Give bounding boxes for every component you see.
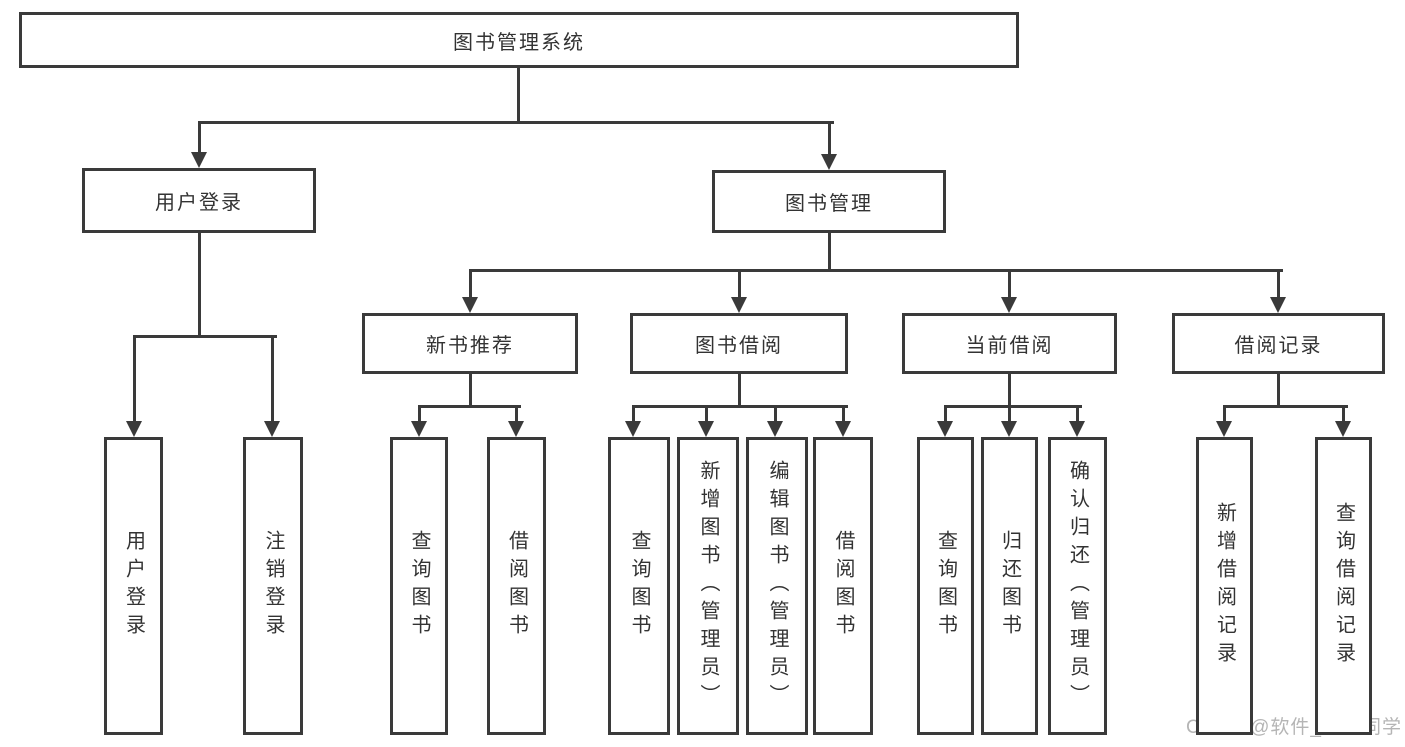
connector-line xyxy=(271,336,274,424)
node-label: 图书管理 xyxy=(785,193,873,215)
node-leaf-query-book-3: 查询图书 xyxy=(917,437,974,735)
node-label: 新书推荐 xyxy=(426,335,514,357)
connector-line xyxy=(705,406,708,424)
arrowhead-icon xyxy=(731,297,747,313)
node-leaf-query-book-1: 查询图书 xyxy=(390,437,448,735)
node-leaf-return-book: 归还图书 xyxy=(981,437,1038,735)
connector-line xyxy=(469,270,472,300)
connector-line xyxy=(1223,406,1226,424)
connector-line xyxy=(1008,270,1011,300)
connector-line xyxy=(1342,406,1345,424)
node-label: 归还图书 xyxy=(998,530,1021,642)
connector-line xyxy=(738,270,741,300)
node-label: 查询图书 xyxy=(628,530,650,642)
node-root: 图书管理系统 xyxy=(19,12,1019,68)
arrowhead-icon xyxy=(191,152,207,168)
connector-line xyxy=(515,406,518,424)
connector-line xyxy=(632,406,635,424)
node-label: 查询借阅记录 xyxy=(1332,502,1355,670)
connector-line xyxy=(418,405,521,408)
node-label: 图书借阅 xyxy=(695,335,783,357)
node-label: 新增借阅记录 xyxy=(1213,502,1236,670)
connector-line xyxy=(1008,406,1011,424)
node-label: 用户登录 xyxy=(155,192,243,214)
arrowhead-icon xyxy=(1001,297,1017,313)
arrowhead-icon xyxy=(1069,421,1085,437)
arrowhead-icon xyxy=(625,421,641,437)
node-leaf-user-login: 用户登录 xyxy=(104,437,163,735)
connector-line xyxy=(469,374,472,407)
arrowhead-icon xyxy=(264,421,280,437)
node-book-borrow: 图书借阅 xyxy=(630,313,848,374)
arrowhead-icon xyxy=(126,421,142,437)
arrowhead-icon xyxy=(767,421,783,437)
node-label: 新增图书（管理员） xyxy=(697,460,719,712)
connector-line xyxy=(469,269,1283,272)
connector-line xyxy=(1076,406,1079,424)
node-label: 查询图书 xyxy=(934,530,957,642)
connector-line xyxy=(1223,405,1348,408)
connector-line xyxy=(842,406,845,424)
node-leaf-borrow-book-1: 借阅图书 xyxy=(487,437,546,735)
node-user-login-group: 用户登录 xyxy=(82,168,316,233)
connector-line xyxy=(133,335,277,338)
connector-line xyxy=(198,121,834,124)
arrowhead-icon xyxy=(508,421,524,437)
connector-line xyxy=(133,336,136,424)
connector-line xyxy=(944,405,1082,408)
connector-line xyxy=(517,68,520,122)
arrowhead-icon xyxy=(937,421,953,437)
node-leaf-query-book-2: 查询图书 xyxy=(608,437,670,735)
node-label: 借阅记录 xyxy=(1234,335,1323,357)
arrowhead-icon xyxy=(1335,421,1351,437)
connector-line xyxy=(738,374,741,407)
node-label: 用户登录 xyxy=(122,530,145,642)
node-current-borrow: 当前借阅 xyxy=(902,313,1117,374)
node-label: 编辑图书（管理员） xyxy=(766,460,788,712)
node-leaf-edit-book: 编辑图书（管理员） xyxy=(746,437,808,735)
node-label: 确认归还（管理员） xyxy=(1066,460,1089,712)
connector-line xyxy=(1277,270,1280,300)
connector-line xyxy=(1008,374,1011,407)
node-label: 借阅图书 xyxy=(832,530,854,642)
connector-line xyxy=(198,233,201,337)
connector-line xyxy=(828,122,831,157)
node-label: 查询图书 xyxy=(408,530,430,642)
arrowhead-icon xyxy=(1216,421,1232,437)
connector-line xyxy=(828,233,831,271)
connector-line xyxy=(774,406,777,424)
node-leaf-confirm-return: 确认归还（管理员） xyxy=(1048,437,1107,735)
node-new-book-recommend: 新书推荐 xyxy=(362,313,578,374)
node-borrow-records: 借阅记录 xyxy=(1172,313,1385,374)
node-label: 注销登录 xyxy=(262,530,284,642)
node-leaf-add-book: 新增图书（管理员） xyxy=(677,437,739,735)
connector-line xyxy=(944,406,947,424)
arrowhead-icon xyxy=(411,421,427,437)
node-leaf-logout: 注销登录 xyxy=(243,437,303,735)
node-label: 当前借阅 xyxy=(965,335,1054,357)
arrowhead-icon xyxy=(835,421,851,437)
arrowhead-icon xyxy=(462,297,478,313)
arrowhead-icon xyxy=(698,421,714,437)
node-label: 借阅图书 xyxy=(505,530,528,642)
arrowhead-icon xyxy=(1001,421,1017,437)
node-leaf-add-record: 新增借阅记录 xyxy=(1196,437,1253,735)
node-leaf-borrow-book-2: 借阅图书 xyxy=(813,437,873,735)
connector-line xyxy=(632,405,848,408)
node-label: 图书管理系统 xyxy=(453,31,585,54)
connector-line xyxy=(418,406,421,424)
connector-line xyxy=(1277,374,1280,407)
arrowhead-icon xyxy=(1270,297,1286,313)
arrowhead-icon xyxy=(821,154,837,170)
connector-line xyxy=(198,122,201,155)
node-leaf-query-record: 查询借阅记录 xyxy=(1315,437,1372,735)
node-book-management: 图书管理 xyxy=(712,170,946,233)
